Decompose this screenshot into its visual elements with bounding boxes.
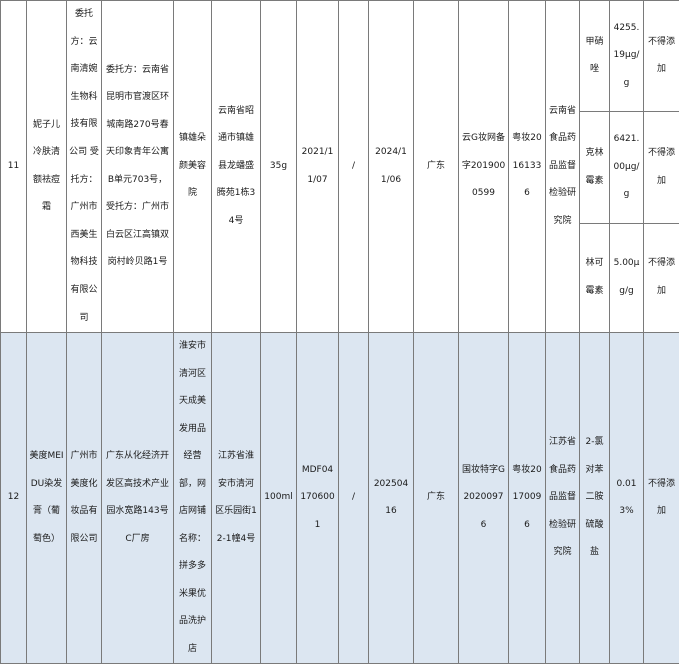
- item-result: 0.013%: [610, 333, 644, 664]
- approval-number: 云G妆网备字2019000599: [459, 1, 509, 333]
- production-date: MDF041706001: [297, 333, 339, 664]
- item-name: 林可霉素: [580, 223, 610, 332]
- product-name: 妮子儿冷肤清额祛痘霜: [27, 1, 67, 333]
- seller: 镇雄朵颜美容院: [174, 1, 212, 333]
- seller: 淮安市清河区天成美发用品经营部，网店网铺名称：拼多多米果优品洗护店: [174, 333, 212, 664]
- item-standard: 不得添加: [644, 223, 679, 332]
- row-number: 12: [1, 333, 27, 664]
- origin: 广东: [414, 333, 459, 664]
- entrusting-party: 广州市美度化妆品有限公司: [67, 333, 102, 664]
- inspection-org: 云南省食品药品监督检验研究院: [546, 1, 580, 333]
- batch: /: [339, 1, 369, 333]
- production-date: 2021/11/07: [297, 1, 339, 333]
- license-number: 粤妆20170096: [509, 333, 546, 664]
- item-result: 4255.19μg/g: [610, 1, 644, 112]
- expiry: 2024/11/06: [369, 1, 414, 333]
- batch: /: [339, 333, 369, 664]
- entrusting-party: 委托方：云南清婉生物科技有限公司 受托方：广州市西美生物科技有限公司: [67, 1, 102, 333]
- seller-address: 云南省昭通市镇雄县龙蟠盛腾苑1栋34号: [212, 1, 261, 333]
- expiry: 20250416: [369, 333, 414, 664]
- item-name: 克林霉素: [580, 112, 610, 223]
- row-number: 11: [1, 1, 27, 333]
- spec: 35g: [261, 1, 297, 333]
- origin: 广东: [414, 1, 459, 333]
- item-name: 2-氯对苯二胺硫酸盐: [580, 333, 610, 664]
- entrusting-address: 委托方：云南省昆明市官渡区环城南路270号春天印象青年公寓B单元703号，受托方…: [102, 1, 174, 333]
- item-standard: 不得添加: [644, 1, 679, 112]
- item-result: 5.00μg/g: [610, 223, 644, 332]
- license-number: 粤妆20161336: [509, 1, 546, 333]
- item-result: 6421.00μg/g: [610, 112, 644, 223]
- item-name: 甲硝唑: [580, 1, 610, 112]
- item-standard: 不得添加: [644, 333, 679, 664]
- entrusting-address: 广东从化经济开发区高技术产业园水宽路143号C厂房: [102, 333, 174, 664]
- seller-address: 江苏省淮安市清河区乐园街12-1幢4号: [212, 333, 261, 664]
- spec: 100ml: [261, 333, 297, 664]
- product-name: 美度MEIDU染发膏（葡萄色）: [27, 333, 67, 664]
- item-standard: 不得添加: [644, 112, 679, 223]
- approval-number: 国妆特字G20200976: [459, 333, 509, 664]
- inspection-org: 江苏省食品药品监督检验研究院: [546, 333, 580, 664]
